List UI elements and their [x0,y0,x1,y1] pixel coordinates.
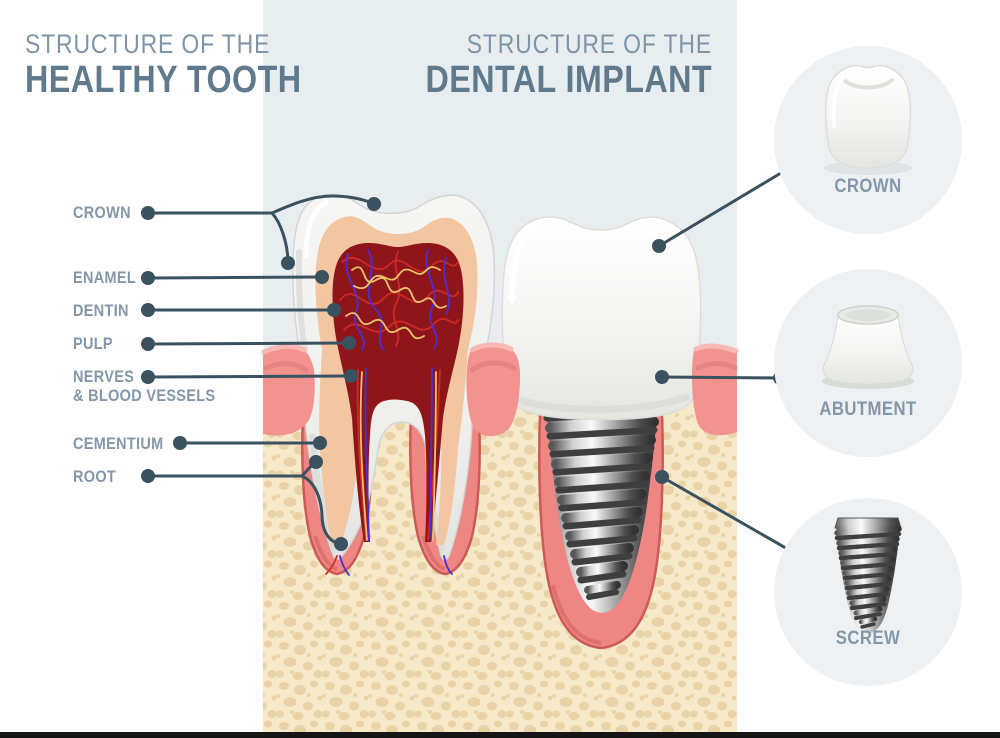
implant-abutment-circle-label: ABUTMENT [819,399,917,420]
implant-crown [501,216,702,421]
abutment-icon [822,305,914,389]
crown-icon [824,65,912,175]
label-nerves-line2: & BLOOD VESSELS [73,386,216,405]
gum-pocket-shadows [313,535,602,645]
label-dentin: DENTIN [73,301,129,320]
label-crown: CROWN [73,203,131,222]
label-nerves-line1: NERVES [73,367,135,386]
implant-screw-circle: SCREW [774,498,962,686]
label-pulp: PULP [73,334,113,353]
dental-implant-title: STRUCTURE OF THE DENTAL IMPLANT [375,30,712,101]
screw-icon [834,517,902,634]
healthy-tooth-title: STRUCTURE OF THE HEALTHY TOOTH [25,30,350,101]
implant-crown-circle-label: CROWN [834,176,902,197]
label-enamel: ENAMEL [73,268,137,287]
callout-lines [149,168,792,553]
label-cementium: CEMENTIUM [73,434,164,453]
bottom-black-bar [0,732,1000,738]
implant-screw-circle-label: SCREW [835,628,901,649]
dental-implant-title-line1: STRUCTURE OF THE [466,29,712,59]
label-nerves-blood-vessels: NERVES & BLOOD VESSELS [73,367,215,405]
gum-tissue [261,342,739,437]
implant-crown-circle: CROWN [774,46,962,234]
healthy-tooth-illustration [292,193,496,576]
implant-abutment-circle: ABUTMENT [774,269,962,457]
label-root: ROOT [73,467,117,486]
nerve-and-vessel-tangle [325,249,459,576]
healthy-tooth-title-line1: STRUCTURE OF THE [25,29,271,59]
healthy-tooth-title-line2: HEALTHY TOOTH [25,59,302,102]
dental-implant-illustration [501,216,702,613]
dental-implant-title-line2: DENTAL IMPLANT [425,59,712,102]
